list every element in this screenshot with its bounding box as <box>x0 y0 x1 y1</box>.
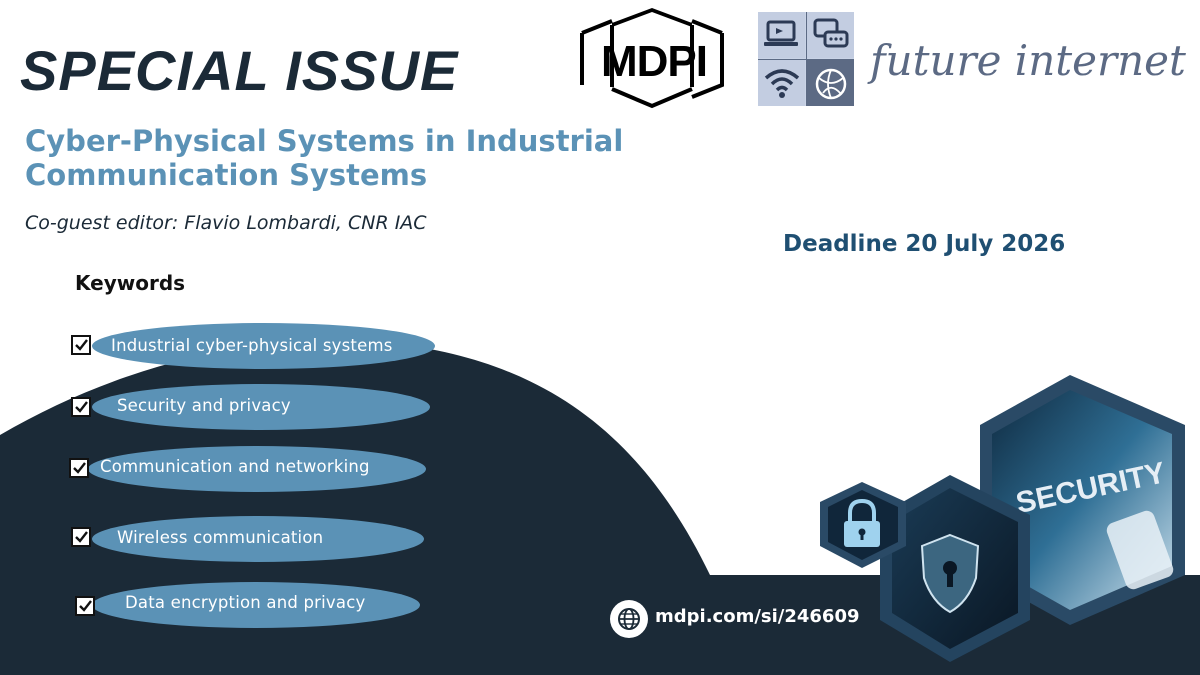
checkbox-checked-icon <box>71 397 91 417</box>
keyword-pill <box>88 446 426 492</box>
keyword-pill <box>92 516 424 562</box>
deadline: Deadline 20 July 2026 <box>783 231 1066 257</box>
keywords-heading: Keywords <box>75 271 186 295</box>
checkbox-checked-icon <box>71 527 91 547</box>
keyword-label: Industrial cyber-physical systems <box>111 336 393 355</box>
checkbox-checked-icon <box>71 335 91 355</box>
mdpi-logo[interactable]: MDPI <box>568 5 736 111</box>
keyword-pill <box>92 384 430 430</box>
mdpi-logo-text: MDPI <box>601 37 708 86</box>
future-internet-logo-tile[interactable] <box>758 12 854 106</box>
globe-network-icon <box>815 68 847 100</box>
hexagon-image-group: SECURITY <box>820 375 1185 662</box>
chat-icon <box>813 18 849 48</box>
keyword-pill <box>92 323 435 369</box>
keyword-label: Communication and networking <box>100 457 370 476</box>
special-issue-title: Cyber-Physical Systems in Industrial Com… <box>25 124 745 192</box>
checkbox-checked-icon <box>75 596 95 616</box>
globe-icon <box>610 600 648 638</box>
laptop-icon <box>764 20 798 46</box>
special-issue-heading: SPECIAL ISSUE <box>20 39 459 102</box>
keyword-pill <box>92 582 420 628</box>
keyword-label: Security and privacy <box>117 396 291 415</box>
title-line-2: Communication Systems <box>25 158 428 192</box>
special-issue-link[interactable]: mdpi.com/si/246609 <box>655 606 860 627</box>
title-line-1: Cyber-Physical Systems in Industrial <box>25 124 624 158</box>
guest-editor: Co-guest editor: Flavio Lombardi, CNR IA… <box>25 212 427 234</box>
journal-name: future internet <box>870 36 1186 85</box>
keyword-label: Data encryption and privacy <box>125 593 366 612</box>
checkbox-checked-icon <box>69 458 89 478</box>
wifi-icon <box>764 69 800 98</box>
keyword-label: Wireless communication <box>117 528 324 547</box>
